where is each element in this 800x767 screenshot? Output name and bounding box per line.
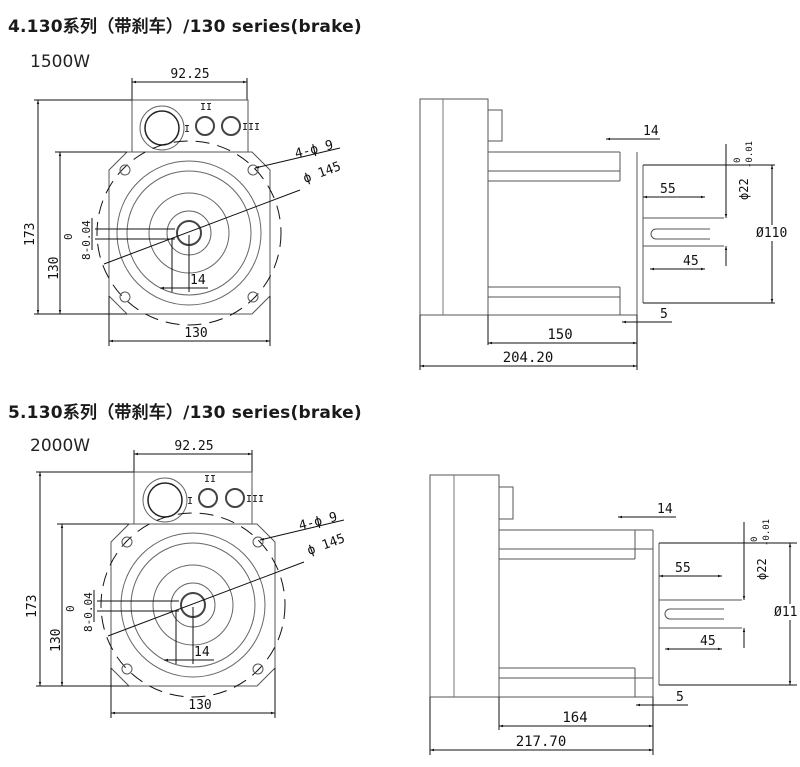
holes-leader [254, 147, 341, 169]
dim-shaft-dia: ϕ22 [737, 178, 751, 200]
section-2-title: 5.130系列（带刹车）/130 series(brake) [8, 403, 362, 423]
connector-iii-icon [225, 488, 245, 508]
dim-key-len: 45 [700, 634, 716, 649]
dim-pilot-dia: Ø11 [774, 605, 797, 620]
motor-body-rear [419, 98, 489, 316]
dim-key-len: 45 [683, 254, 699, 269]
dim-total-len: 217.70 [516, 734, 567, 750]
dim-pilot-len: 5 [660, 307, 668, 322]
dim-pcd: ϕ 145 [301, 159, 343, 186]
connector-ii-icon [195, 116, 215, 136]
shaft-tol-lower: -0.01 [745, 141, 755, 168]
key-tol-lower: 8-0.04 [80, 220, 93, 260]
section-2-power: 2000W [30, 436, 91, 456]
dim-box-width: 92.25 [170, 67, 209, 82]
mount-hole [247, 164, 259, 176]
dim-flange-height: 130 [47, 257, 62, 280]
connector-iii-icon [221, 116, 241, 136]
dim-shaft-dia: ϕ22 [755, 558, 769, 580]
connector-label-ii: II [204, 474, 216, 485]
dim-shaft-len: 55 [660, 182, 676, 197]
motor-body-rear [429, 474, 500, 698]
dim-pcd: ϕ 145 [305, 531, 347, 558]
connector-i-icon [147, 482, 183, 518]
mount-hole [119, 291, 131, 303]
connector-label-i: I [184, 124, 190, 135]
key-tol-upper: 0 [62, 233, 75, 240]
dim-overall-height: 173 [25, 595, 40, 618]
connector-label-iii: III [242, 122, 260, 133]
connector-label-i: I [187, 496, 193, 507]
dim-box-width: 92.25 [174, 439, 213, 454]
mount-hole [247, 291, 259, 303]
side-view-2000w: 14 55 45 ϕ22 0 -0.01 Ø11 5 164 217.70 [429, 474, 800, 755]
dim-key-offset: 14 [190, 273, 206, 288]
encoder-cap [498, 486, 514, 520]
mount-hole [119, 164, 131, 176]
dim-pilot-dia: Ø110 [756, 226, 787, 241]
section-1-power: 1500W [30, 52, 91, 72]
encoder-cap [487, 109, 503, 142]
section-1-title: 4.130系列（带刹车）/130 series(brake) [8, 17, 362, 37]
dim-flange-thk: 14 [643, 124, 659, 139]
dim-flange-height: 130 [49, 629, 64, 652]
dim-holes: 4-ϕ 9 [297, 510, 339, 534]
dim-total-len: 204.20 [503, 350, 554, 366]
front-view-2000w: 92.25 I II III 173 130 130 0 8-0. [25, 439, 347, 718]
dim-shaft-len: 55 [675, 561, 691, 576]
pcd-circle [96, 140, 282, 326]
dim-holes: 4-ϕ 9 [293, 138, 335, 162]
dim-overall-height: 173 [23, 223, 38, 246]
key-slot [650, 228, 710, 240]
side-view-1500w: 14 55 45 ϕ22 0 -0.01 Ø110 5 150 204.20 [419, 98, 792, 370]
connector-ii-icon [198, 488, 218, 508]
front-view-1500w: 92.25 I II III 173 130 130 [23, 67, 343, 346]
dim-flange-width: 130 [188, 698, 211, 713]
shaft-tol-lower: -0.01 [762, 519, 772, 546]
dim-pilot-len: 5 [676, 690, 684, 705]
connector-label-ii: II [200, 102, 212, 113]
dim-key-offset: 14 [194, 645, 210, 660]
flange-outline [108, 151, 271, 315]
dim-flange-width: 130 [184, 326, 207, 341]
dim-flange-thk: 14 [657, 502, 673, 517]
shaft-tol-upper: 0 [733, 158, 743, 163]
dim-body-len: 150 [547, 327, 572, 343]
connector-label-iii: III [246, 494, 264, 505]
connector-i-icon [144, 110, 180, 146]
key-tol-lower: 8-0.04 [82, 592, 95, 632]
shaft-tol-upper: 0 [750, 537, 760, 542]
key-tol-upper: 0 [64, 605, 77, 612]
dim-body-len: 164 [562, 710, 587, 726]
pcd-leader [103, 189, 301, 265]
